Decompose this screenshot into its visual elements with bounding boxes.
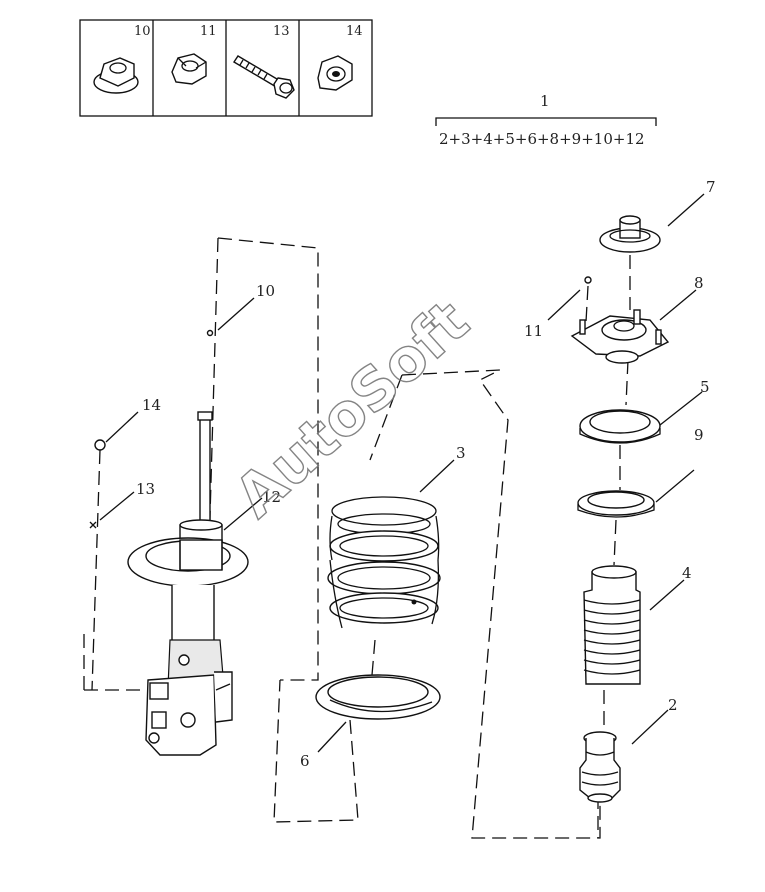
upper-bearing — [579, 409, 661, 444]
watermark: AutoSoft — [222, 287, 482, 530]
bolt-icon — [233, 55, 295, 99]
top-cap — [599, 215, 661, 253]
fastener-inset-box: 10 11 13 14 — [79, 19, 373, 117]
callout-8: 8 — [694, 274, 704, 292]
callout-14: 14 — [142, 396, 161, 414]
lock-nut-14-marker — [94, 439, 106, 451]
strut-axis-line — [204, 237, 219, 691]
spring-insulator — [577, 490, 655, 518]
callout-9: 9 — [694, 426, 704, 444]
group-outline-strut — [217, 237, 319, 681]
top-mount-axis-line — [597, 255, 631, 838]
callout-numbers: 7 8 11 5 9 4 2 3 6 10 14 13 12 — [136, 178, 716, 770]
assembly-number: 1 — [540, 92, 550, 110]
inset-number-14: 14 — [346, 24, 363, 39]
nut-10-marker — [206, 329, 214, 337]
callout-4: 4 — [682, 564, 692, 582]
assembly-brace: 1 2+3+4+5+6+8+9+10+12 — [435, 92, 657, 148]
callout-10: 10 — [256, 282, 275, 300]
bolt-axis-line — [91, 449, 101, 691]
callout-12: 12 — [262, 488, 281, 506]
inset-number-13: 13 — [273, 24, 290, 39]
nut-11-axis-line — [585, 285, 589, 323]
hex-nut-icon — [171, 53, 207, 85]
flange-nut-icon — [93, 57, 139, 94]
callout-5: 5 — [700, 378, 710, 396]
nut-11-marker — [584, 276, 592, 284]
callout-3: 3 — [456, 444, 466, 462]
callout-2: 2 — [668, 696, 678, 714]
callout-7: 7 — [706, 178, 716, 196]
spring-axis-line — [273, 374, 403, 823]
coil-spring — [327, 496, 441, 629]
dust-boot — [583, 565, 641, 685]
assembly-composition: 2+3+4+5+6+8+9+10+12 — [439, 130, 645, 148]
lock-nut-icon — [317, 55, 353, 91]
callout-11: 11 — [524, 322, 543, 340]
group-outline-spring — [401, 369, 601, 839]
inset-number-11: 11 — [200, 24, 217, 39]
callout-6: 6 — [300, 752, 310, 770]
strut-mount — [570, 276, 670, 364]
bolt-13-marker — [89, 521, 97, 529]
bump-stop — [579, 731, 621, 803]
lower-spring-pad — [315, 674, 441, 720]
callout-13: 13 — [136, 480, 155, 498]
leader-lines — [99, 193, 705, 753]
strut-assembly — [127, 411, 249, 756]
inset-number-10: 10 — [134, 24, 151, 39]
